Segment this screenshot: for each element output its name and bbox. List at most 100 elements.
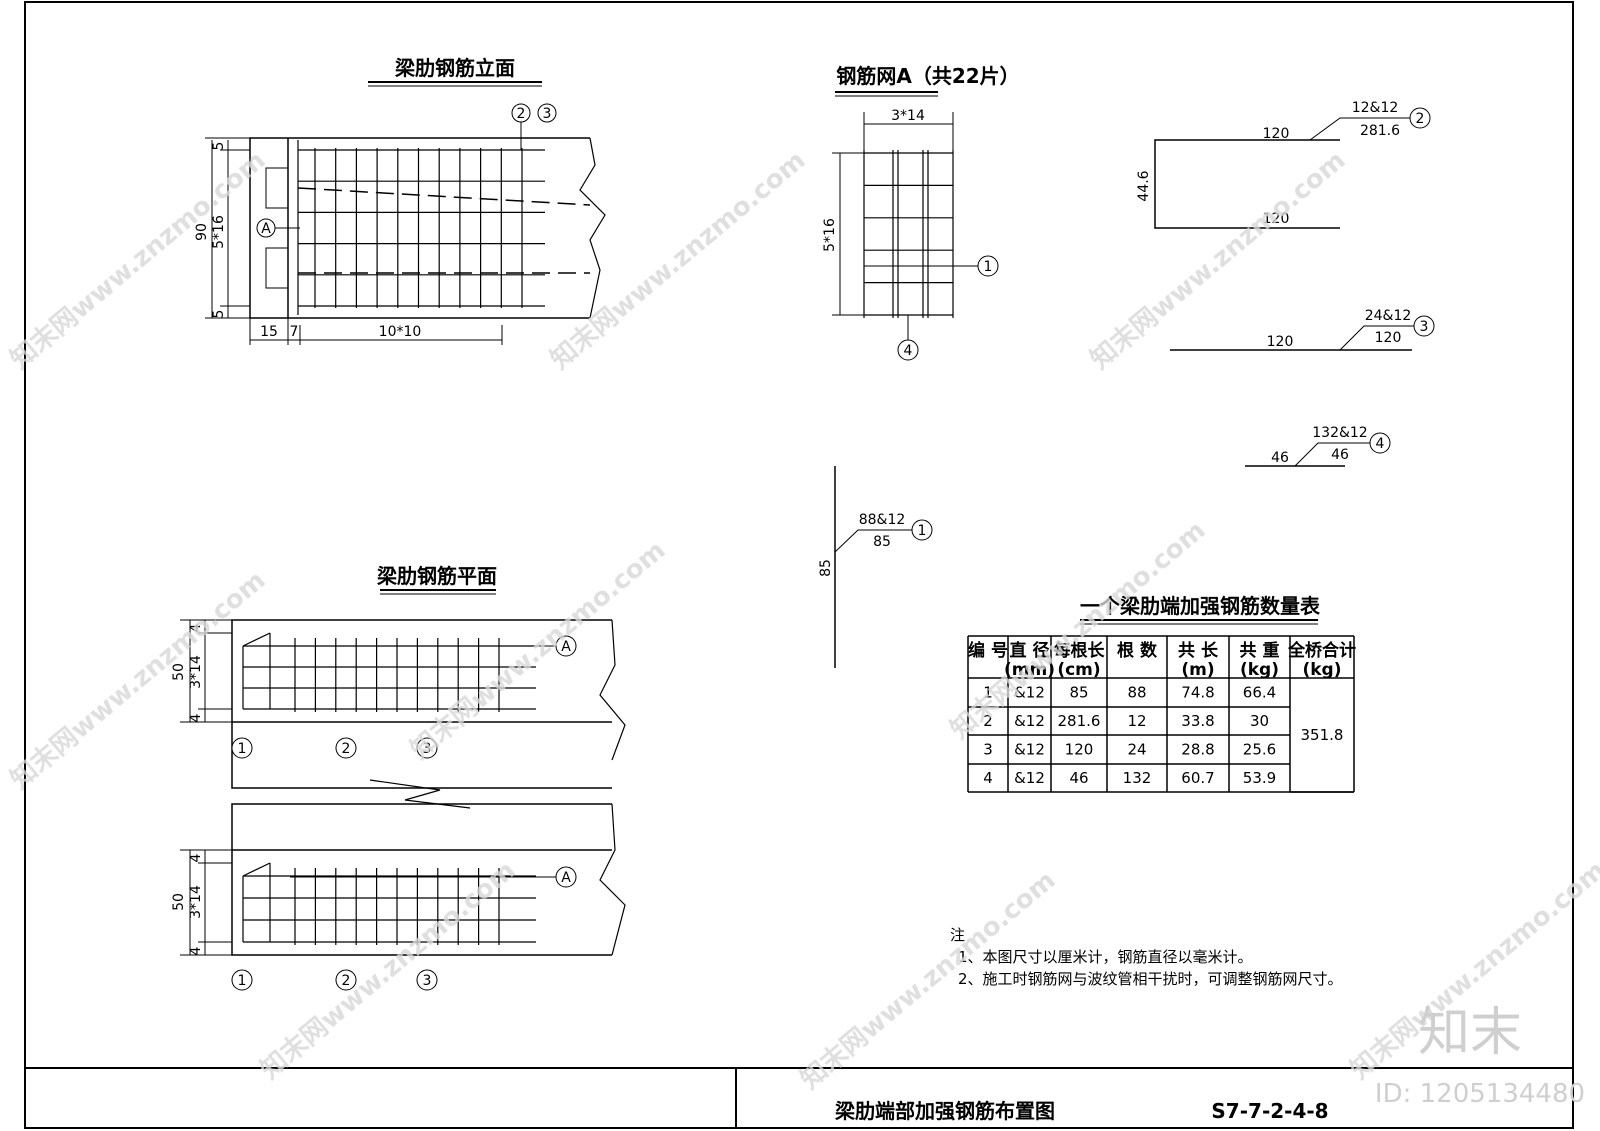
- quantity-table: 一个梁肋端加强钢筋数量表 编 号直 径(mm)每根长(cm)根 数共 长(m)共…: [967, 594, 1356, 793]
- drawing-name: 梁肋端部加强钢筋布置图: [834, 1099, 1055, 1123]
- plan2-inner-width: 3*14: [188, 885, 204, 919]
- plan1-total-width: 50: [171, 663, 187, 681]
- bar1-length: 85: [873, 534, 891, 550]
- watermark-text: 知末网www.znzmo.com: [945, 515, 1211, 745]
- watermark-text: 知末网www.znzmo.com: [545, 145, 811, 375]
- elevation-view: 梁肋钢筋立面 90 5*16 5 5 15 7 10*10: [194, 56, 606, 345]
- table-cell: 30: [1250, 712, 1269, 730]
- bar2-height: 44.6: [1136, 170, 1152, 201]
- table-header-unit: (kg): [1240, 660, 1279, 680]
- table-cell: 85: [1069, 684, 1088, 702]
- plan2-bar-3: 3: [423, 973, 432, 989]
- mesh-height: 5*16: [822, 218, 838, 252]
- plan1-mesh-marker: A: [561, 639, 571, 655]
- bar4-length: 46: [1331, 447, 1349, 463]
- table-cell: &12: [1014, 684, 1045, 702]
- mesh-width: 3*14: [891, 108, 925, 124]
- elev-bar-marker-2: 2: [517, 106, 526, 122]
- bar2-marker: 2: [1416, 111, 1425, 127]
- table-cell: &12: [1014, 769, 1045, 787]
- plan2-bar-2: 2: [342, 973, 351, 989]
- table-cell: &12: [1014, 741, 1045, 759]
- table-header-unit: (m): [1181, 660, 1214, 680]
- table-title: 一个梁肋端加强钢筋数量表: [1080, 594, 1321, 618]
- table-header: 共 长: [1178, 640, 1219, 661]
- table-header: 每根长: [1054, 640, 1106, 661]
- bar4-spec: 132&12: [1312, 425, 1367, 441]
- bar4-marker: 4: [1376, 436, 1385, 452]
- bar-shape-1: 88&12 85 1 85: [818, 466, 933, 668]
- table-cell: 88: [1127, 684, 1146, 702]
- table-cell: 1: [983, 684, 993, 702]
- mesh-a-view: 钢筋网A（共22片） 3*14 5*16 1 4: [822, 64, 1020, 361]
- bar1-height: 85: [818, 559, 834, 577]
- notes-heading: 注: [950, 926, 965, 944]
- elev-bottom-cover: 5: [211, 310, 227, 319]
- bar3-leg: 120: [1267, 334, 1294, 350]
- bar1-marker: 1: [918, 523, 927, 539]
- plan-title: 梁肋钢筋平面: [376, 564, 497, 588]
- table-total: 351.8: [1301, 726, 1344, 744]
- table-header: 共 重: [1240, 640, 1280, 661]
- sheet-frame: [24, 1, 1574, 1129]
- table-cell: 3: [983, 741, 993, 759]
- bar-shape-2: 12&12 281.6 2 120 120 44.6: [1136, 100, 1431, 229]
- plan2-total-width: 50: [171, 893, 187, 911]
- mesh-title: 钢筋网A（共22片）: [836, 64, 1019, 88]
- bar3-spec: 24&12: [1365, 308, 1412, 324]
- table-cell: 66.4: [1243, 684, 1276, 702]
- elev-left-2: 7: [290, 324, 299, 340]
- table-header-unit: (cm): [1057, 660, 1100, 680]
- notes-line1: 1、本图尺寸以厘米计，钢筋直径以毫米计。: [958, 948, 1253, 966]
- table-cell: 132: [1123, 769, 1152, 787]
- table-header-unit: (kg): [1302, 660, 1341, 680]
- notes: 注 1、本图尺寸以厘米计，钢筋直径以毫米计。 2、施工时钢筋网与波纹管相干扰时，…: [950, 926, 1343, 988]
- table-cell: 24: [1127, 741, 1146, 759]
- elev-top-cover: 5: [211, 142, 227, 151]
- table-cell: 281.6: [1058, 712, 1101, 730]
- plan1-bar-3: 3: [423, 741, 432, 757]
- bar2-leg-bottom: 120: [1263, 211, 1290, 227]
- table-cell: 74.8: [1181, 684, 1214, 702]
- table-header-unit: (mm): [1004, 660, 1055, 680]
- watermark-id: ID: 1205134480: [1375, 1079, 1585, 1109]
- plan-view: 梁肋钢筋平面 50 3*14 4 4 50 3*14 4: [171, 564, 626, 991]
- table-cell: 120: [1065, 741, 1094, 759]
- plan1-inner-width: 3*14: [188, 655, 204, 689]
- plan2-bar-1: 1: [238, 973, 247, 989]
- mesh-bar-1: 1: [984, 259, 993, 275]
- watermark-text: 知末网www.znzmo.com: [5, 145, 271, 375]
- table-cell: 25.6: [1243, 741, 1276, 759]
- elev-left-1: 15: [260, 324, 278, 340]
- elev-inner-height: 5*16: [211, 215, 227, 249]
- table-cell: &12: [1014, 712, 1045, 730]
- bar4-leg: 46: [1271, 450, 1289, 466]
- bar3-length: 120: [1375, 330, 1402, 346]
- watermark-text: 知末网www.znzmo.com: [1085, 145, 1351, 375]
- table-cell: 12: [1127, 712, 1146, 730]
- table-cell: 33.8: [1181, 712, 1214, 730]
- table-cell: 60.7: [1181, 769, 1214, 787]
- table-header: 编 号: [968, 640, 1008, 661]
- table-cell: 46: [1069, 769, 1088, 787]
- plan1-bar-2: 2: [342, 741, 351, 757]
- mesh-bar-4: 4: [904, 343, 913, 359]
- elev-total-height: 90: [194, 223, 210, 241]
- plan2-mesh-marker: A: [561, 870, 571, 886]
- watermark-logo: 知末: [1418, 1003, 1522, 1063]
- bar2-leg-top: 120: [1263, 126, 1290, 142]
- plan1-bar-1: 1: [238, 741, 247, 757]
- elev-spacing: 10*10: [379, 324, 422, 340]
- table-cell: 53.9: [1243, 769, 1276, 787]
- table-header: 全桥合计: [1287, 640, 1356, 661]
- table-cell: 2: [983, 712, 993, 730]
- table-cell: 4: [983, 769, 993, 787]
- plan2-cover-top: 4: [188, 853, 204, 862]
- table-header: 根 数: [1117, 640, 1158, 661]
- bar2-length: 281.6: [1360, 123, 1400, 139]
- bar1-spec: 88&12: [859, 512, 906, 528]
- drawing-number: S7-7-2-4-8: [1211, 1099, 1328, 1123]
- plan1-cover-top: 4: [188, 623, 204, 632]
- elev-mesh-marker: A: [261, 221, 271, 237]
